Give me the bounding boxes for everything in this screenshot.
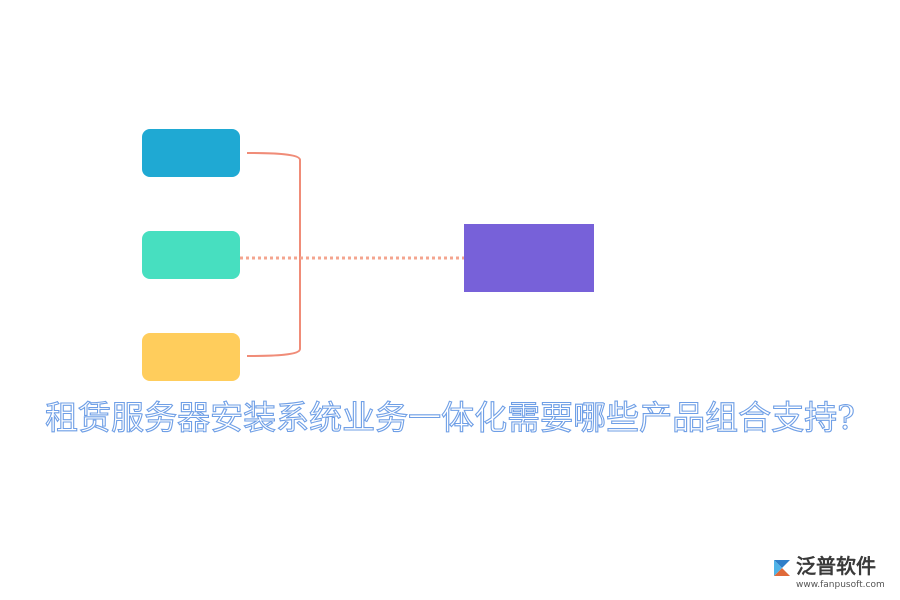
bracket-connector (246, 152, 301, 357)
fanpu-logo: 泛普软件 www.fanpusoft.com (770, 552, 892, 592)
yellow-node (142, 333, 240, 381)
purple-node (464, 224, 594, 292)
logo-url: www.fanpusoft.com (796, 580, 885, 590)
headline: 租赁服务器安装系统业务一体化需要哪些产品组合支持? (45, 397, 856, 437)
logo-name: 泛普软件 (796, 554, 876, 578)
fanpu-logo-icon (774, 560, 790, 576)
blue-node (142, 129, 240, 177)
green-node (142, 231, 240, 279)
